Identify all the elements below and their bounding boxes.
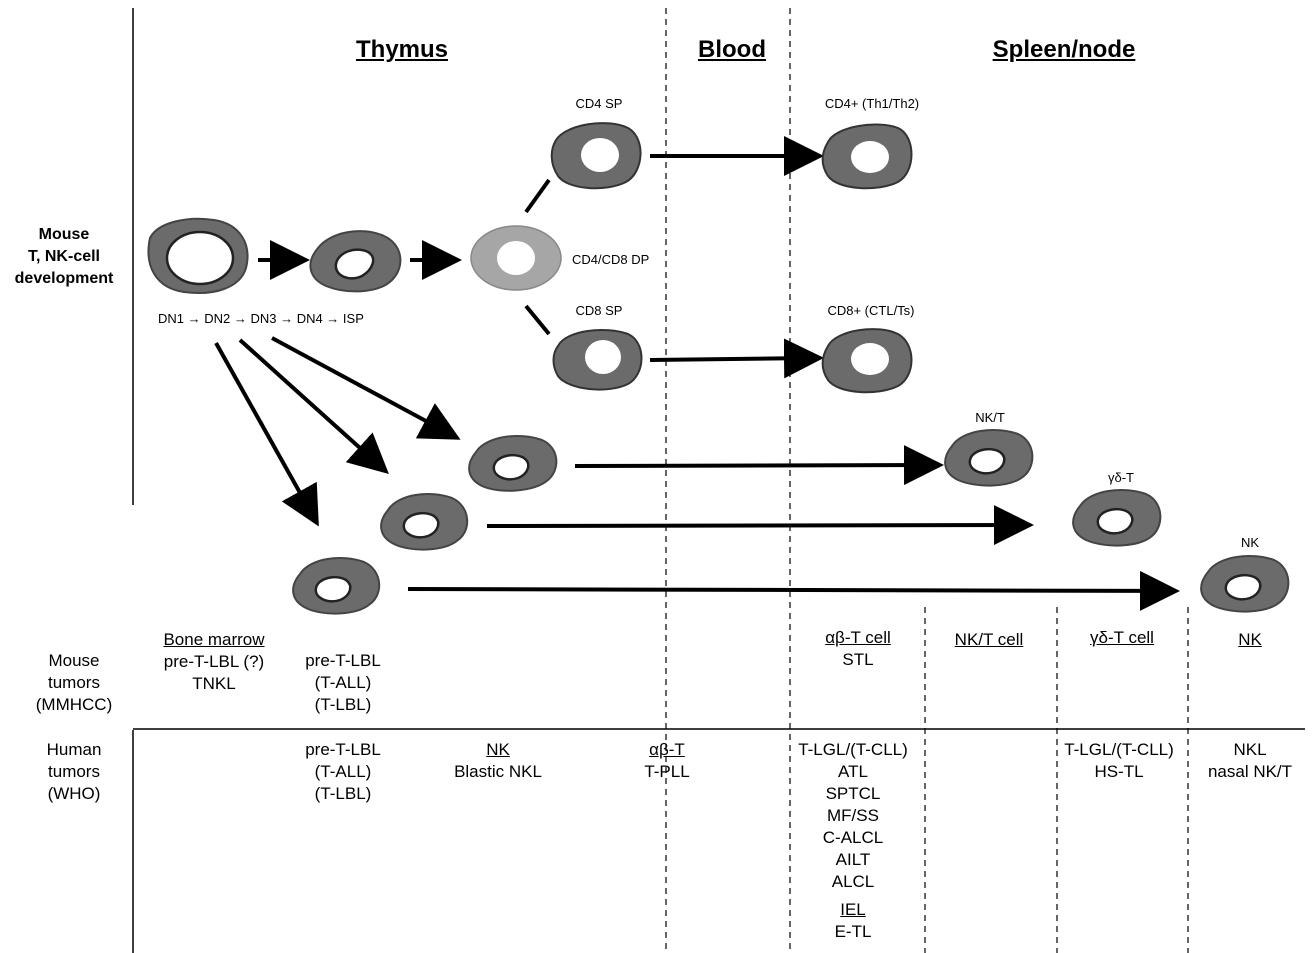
row-label-line: Mouse — [48, 651, 100, 670]
row-label-line: T, NK-cell — [27, 248, 100, 265]
row-label-mouse-dev: Mouse T, NK-cell development — [15, 224, 114, 290]
arrow-cd8-periphery — [649, 338, 824, 379]
arrow-dn-nkt-precursor — [271, 336, 461, 440]
cell-nkt — [944, 429, 1034, 487]
group-heading: IEL — [840, 900, 866, 919]
tumor-line: T-LGL/(T-CLL) — [1064, 740, 1174, 759]
cell-gdt-precursor — [380, 493, 468, 551]
row-label-line: tumors — [48, 762, 100, 781]
header-thymus: Thymus — [355, 36, 449, 63]
human-tumors-ab-t: αβ-T T-PLL — [644, 739, 689, 783]
tumor-line: pre-T-LBL (?) — [163, 652, 265, 671]
mouse-tumors-bone-marrow: Bone marrow pre-T-LBL (?) TNKL — [163, 629, 264, 695]
tumor-line: nasal NK/T — [1207, 762, 1293, 781]
tumor-line: (T-LBL) — [314, 784, 372, 803]
tumor-line: (T-LBL) — [314, 695, 372, 714]
label-gdt: γδ-T — [1107, 470, 1135, 485]
cell-cd8-ctl — [821, 328, 913, 394]
tumor-line: T-PLL — [644, 762, 690, 781]
label-cd8-ctl: CD8+ (CTL/Ts) — [827, 303, 915, 318]
tumor-line: pre-T-LBL — [305, 651, 381, 670]
row-label-human-tumors: Human tumors (WHO) — [47, 739, 102, 805]
cell-nk-precursor — [292, 557, 380, 615]
tumor-line: Blastic NKL — [454, 762, 542, 781]
label-cd8-sp: CD8 SP — [575, 303, 623, 318]
arrows — [214, 136, 1180, 611]
arrow-nk-periphery — [407, 570, 1180, 611]
human-tumors-nk-right: NKL nasal NK/T — [1208, 739, 1292, 783]
cell-nkt-precursor — [468, 435, 558, 492]
tumor-line: STL — [842, 650, 874, 669]
human-tumors-gdt: T-LGL/(T-CLL) HS-TL — [1064, 739, 1174, 783]
row-label-line: (WHO) — [47, 784, 101, 803]
tumor-line: NKL — [1233, 740, 1267, 759]
tumor-line: ALCL — [831, 872, 875, 891]
cell-cd8-sp — [552, 329, 643, 391]
tumor-line: ATL — [838, 762, 868, 781]
human-tumors-thymus: pre-T-LBL (T-ALL) (T-LBL) — [305, 739, 381, 805]
row-label-line: (MMHCC) — [35, 695, 113, 714]
label-cd4-sp: CD4 SP — [575, 96, 623, 111]
cell-cd4-th — [821, 123, 913, 190]
cell-cd4-sp — [550, 122, 642, 190]
mouse-tumors-gdt: γδ-T cell — [1090, 628, 1154, 647]
arrow-nkt-periphery — [574, 445, 944, 486]
row-label-line: Mouse — [38, 226, 90, 243]
arrow-dn-nk-precursor — [214, 342, 319, 527]
tumor-line: T-LGL/(T-CLL) — [798, 740, 908, 759]
row-label-line: development — [14, 270, 114, 287]
row-label-mouse-tumors: Mouse tumors (MMHCC) — [36, 650, 112, 716]
arrow-gdt-periphery — [486, 505, 1034, 546]
tumor-line: AILT — [835, 850, 871, 869]
row-label-line: Human — [46, 740, 102, 759]
group-heading: αβ-T — [649, 740, 685, 759]
tumor-line: TNKL — [192, 674, 236, 693]
header-spleen: Spleen/node — [992, 36, 1136, 63]
header-blood: Blood — [698, 36, 766, 63]
group-heading: Bone marrow — [163, 630, 265, 649]
label-cd4-cd8-dp: CD4/CD8 DP — [572, 252, 650, 267]
cell-dn1 — [147, 217, 249, 294]
row-label-line: tumors — [48, 673, 100, 692]
cells — [147, 122, 1290, 615]
arrow-dn-gdt-precursor — [238, 338, 389, 475]
mouse-tumors-thymus: pre-T-LBL (T-ALL) (T-LBL) — [305, 650, 381, 716]
group-heading: NK — [486, 740, 510, 759]
cell-gdt — [1072, 489, 1162, 547]
tumor-line: C-ALCL — [822, 828, 884, 847]
mouse-tumors-ab-t: αβ-T cell STL — [825, 627, 891, 671]
human-tumors-nk: NK Blastic NKL — [454, 739, 542, 783]
human-tumors-spleen: T-LGL/(T-CLL) ATL SPTCL MF/SS C-ALCL AIL… — [798, 739, 908, 943]
label-dn-sequence: DN1 → DN2 → DN3 → DN4 → ISP — [158, 311, 364, 326]
label-cd4-th: CD4+ (Th1/Th2) — [824, 96, 920, 111]
tumor-line: SPTCL — [825, 784, 881, 803]
tumor-line: pre-T-LBL — [305, 740, 381, 759]
cell-nk — [1200, 555, 1290, 613]
line-dp-cd4 — [524, 178, 551, 214]
tumor-line: (T-ALL) — [314, 673, 372, 692]
cell-dp — [470, 225, 562, 291]
tumor-line: (T-ALL) — [314, 762, 372, 781]
line-dp-cd8 — [524, 304, 551, 336]
label-nkt: NK/T — [975, 410, 1005, 425]
tumor-line: E-TL — [834, 922, 872, 941]
cell-dn — [309, 230, 402, 293]
tumor-line: MF/SS — [827, 806, 879, 825]
group-heading: αβ-T cell — [825, 628, 891, 647]
label-nk: NK — [1240, 535, 1260, 550]
mouse-tumors-nk: NK — [1238, 630, 1262, 649]
mouse-tumors-nkt: NK/T cell — [954, 630, 1024, 649]
tumor-line: HS-TL — [1094, 762, 1144, 781]
